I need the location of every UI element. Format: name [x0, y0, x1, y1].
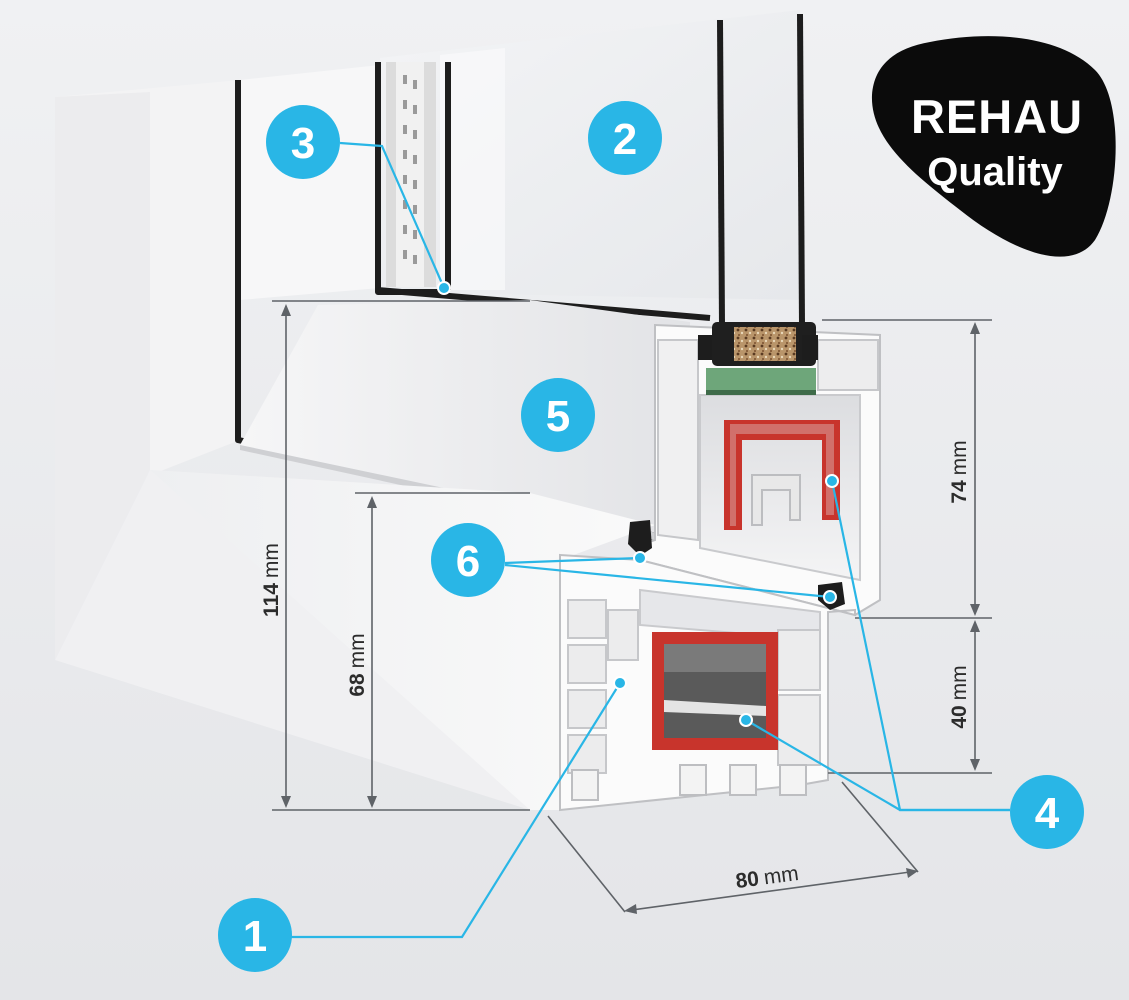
glass-unit-spacer: [706, 322, 816, 395]
dimension-labels: 114mm 68mm 74mm 40mm 80mm: [260, 440, 971, 893]
dim-depth-label: 80mm: [734, 862, 800, 893]
dim-total-height-label: 114mm: [260, 543, 283, 617]
callout-leaders: [290, 141, 1010, 939]
frame-bevel: [150, 470, 655, 810]
dim-frame-height-label: 68mm: [346, 633, 369, 696]
svg-text:3: 3: [291, 119, 315, 168]
callout-badge-1: 1: [218, 898, 292, 972]
dim-sash-height-label: 74mm: [948, 440, 971, 503]
callout-badge-6: 6: [431, 523, 505, 597]
glass-pane: [380, 10, 800, 300]
leader-dots: [437, 281, 839, 727]
dimension-lines: [272, 300, 992, 914]
callout-badge-3: 3: [266, 105, 340, 179]
glass-spacer-strip: [386, 62, 436, 287]
callout-badge-4: 4: [1010, 775, 1084, 849]
svg-text:2: 2: [613, 115, 637, 164]
svg-text:5: 5: [546, 392, 570, 441]
callout-badge-2: 2: [588, 101, 662, 175]
svg-text:6: 6: [456, 537, 480, 586]
logo-line-1: REHAU: [911, 90, 1083, 143]
logo-line-2: Quality: [927, 150, 1063, 194]
callout-badge-5: 5: [521, 378, 595, 452]
svg-text:4: 4: [1035, 789, 1060, 838]
dim-frame-lower-height-label: 40mm: [948, 665, 971, 728]
svg-text:1: 1: [243, 912, 267, 961]
rehau-quality-logo: REHAU Quality: [871, 36, 1116, 257]
